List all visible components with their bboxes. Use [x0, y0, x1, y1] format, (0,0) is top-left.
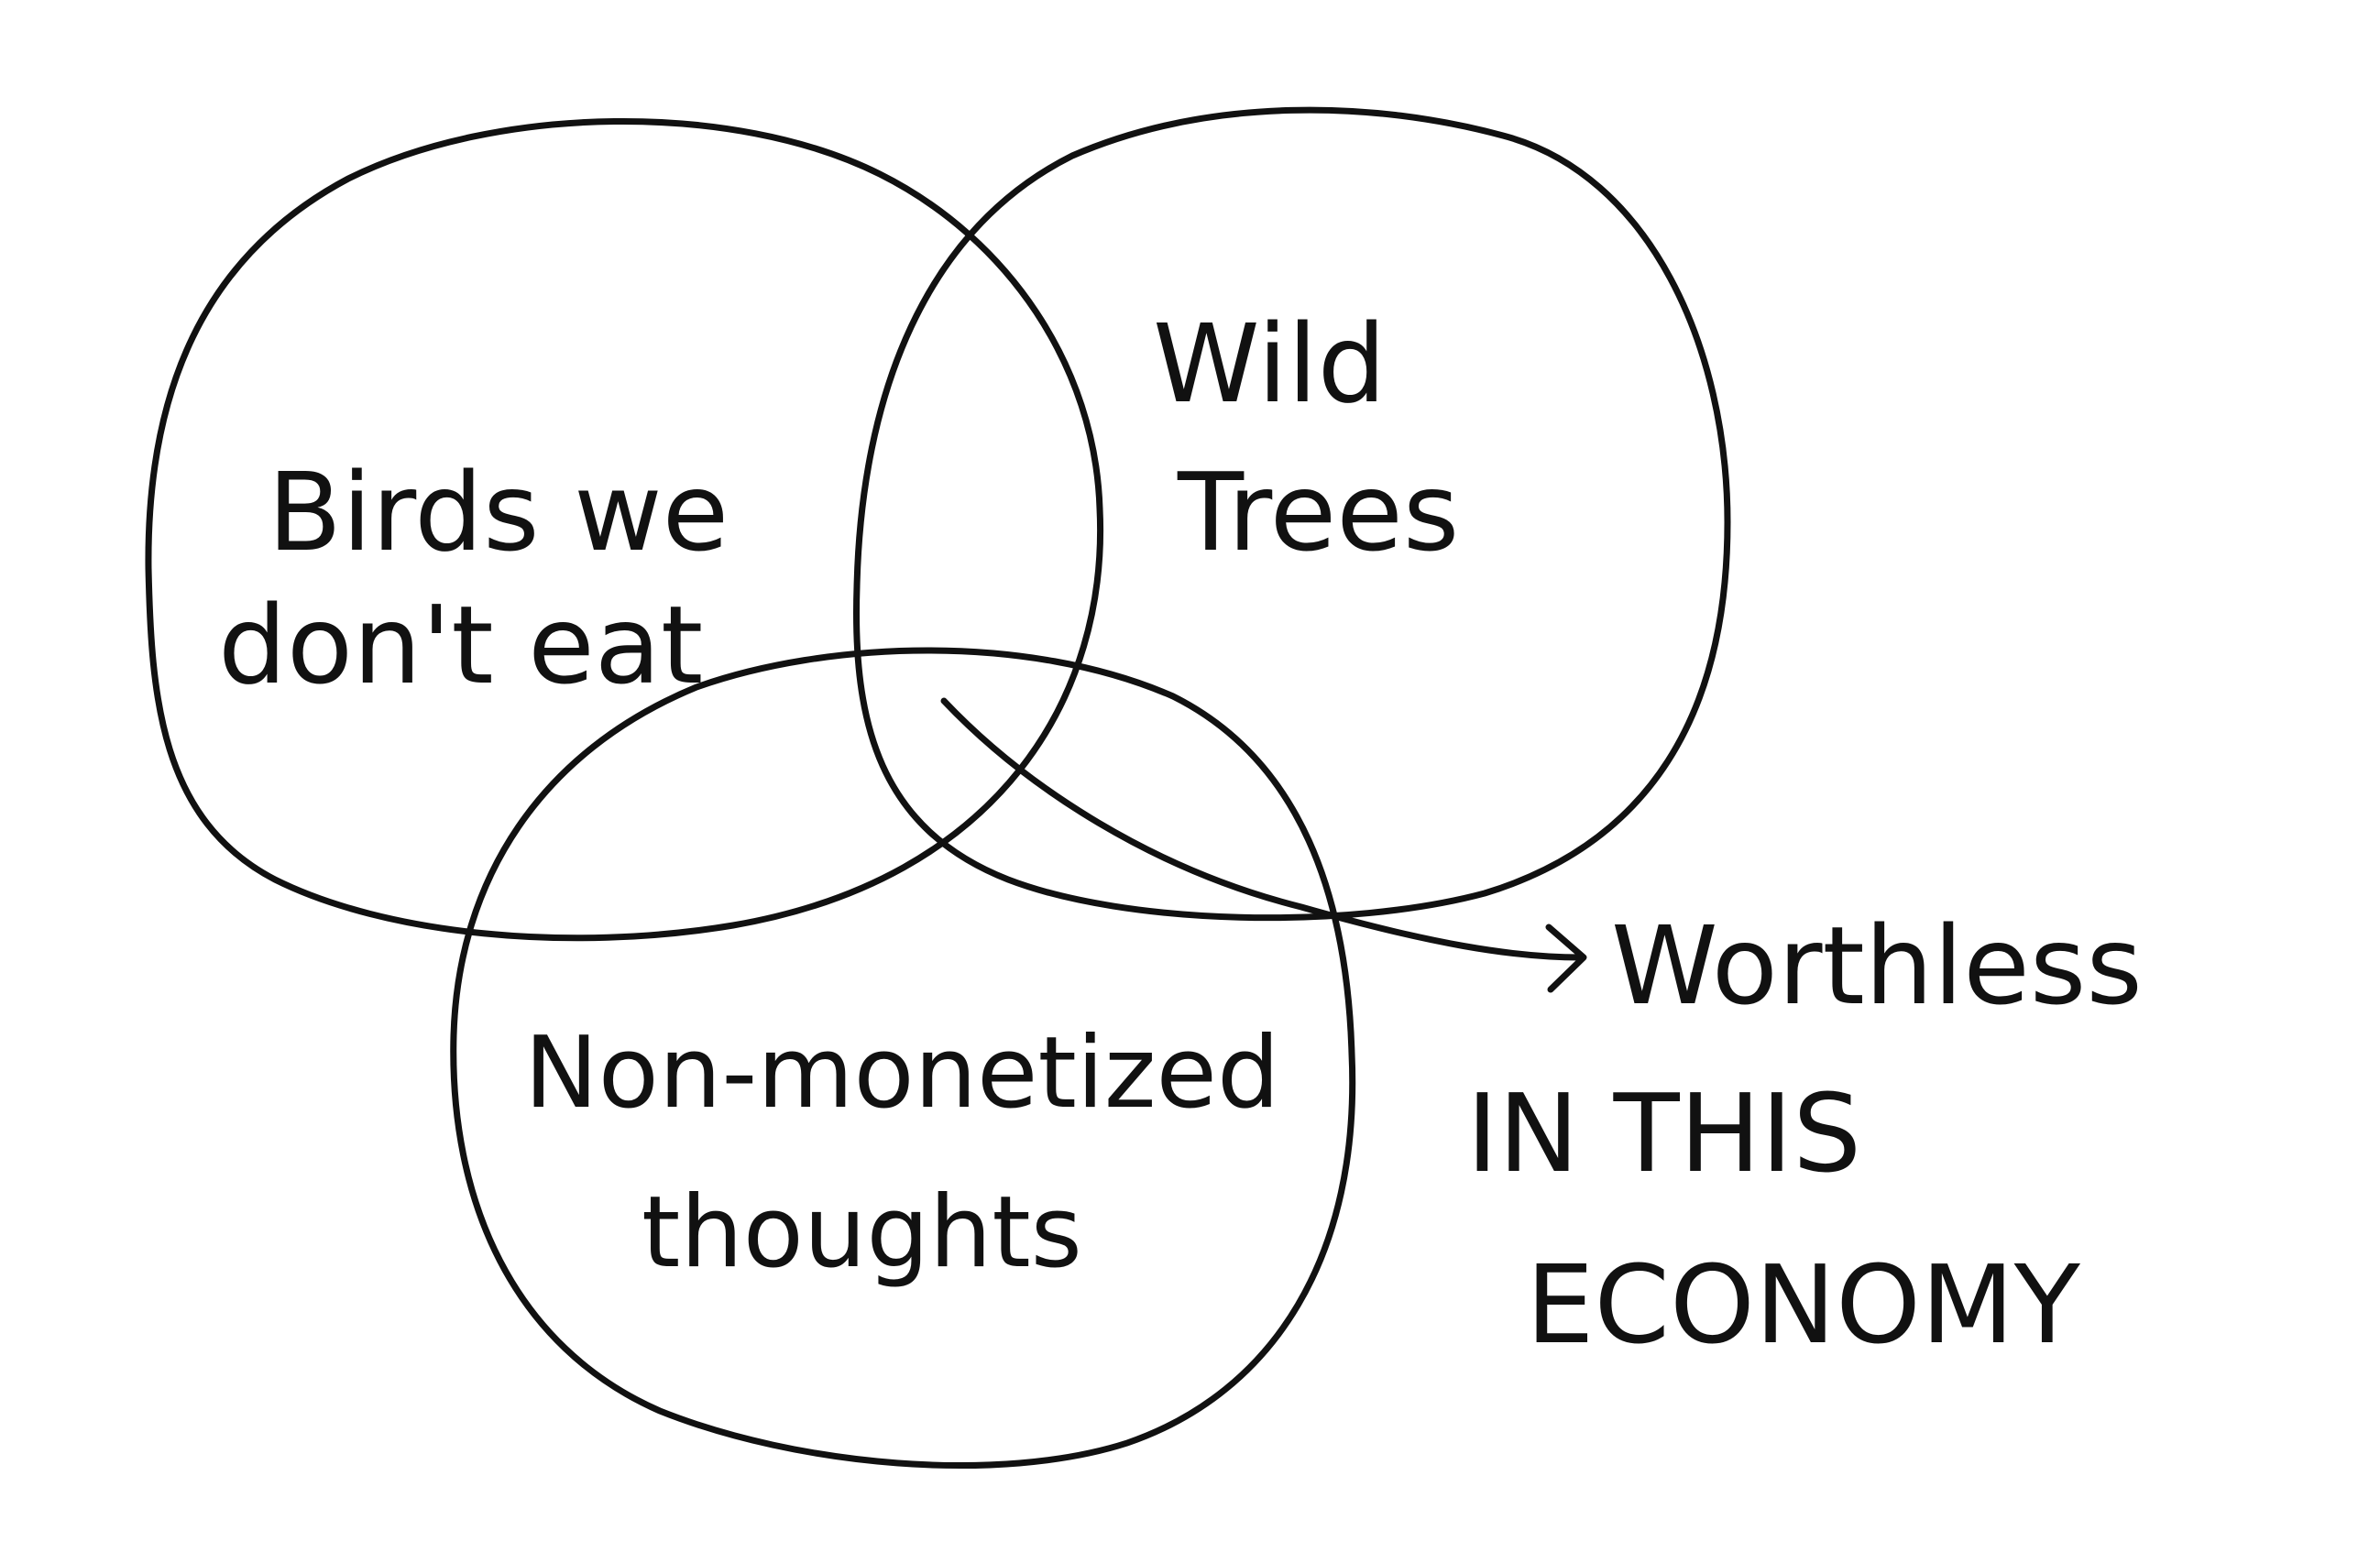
- label-thoughts-line-1: Non-monetized: [524, 1016, 1280, 1131]
- label-in-this: IN THIS: [1466, 1070, 1861, 1197]
- arrow-line: [940, 697, 1585, 961]
- label-birds-line-2: don't eat: [218, 582, 703, 708]
- label-worthless: Worthless: [1611, 902, 2143, 1029]
- arrow-head: [1545, 924, 1587, 993]
- label-thoughts-line-2: thoughts: [642, 1175, 1082, 1290]
- label-economy: ECONOMY: [1526, 1241, 2081, 1368]
- label-birds-line-1: Birds we: [268, 449, 729, 575]
- circle-thoughts: [450, 647, 1356, 1470]
- circle-trees: [853, 106, 1731, 922]
- label-trees-line-1: Wild: [1153, 301, 1387, 427]
- circle-birds: [145, 117, 1104, 942]
- label-trees-line-2: Trees: [1177, 449, 1459, 575]
